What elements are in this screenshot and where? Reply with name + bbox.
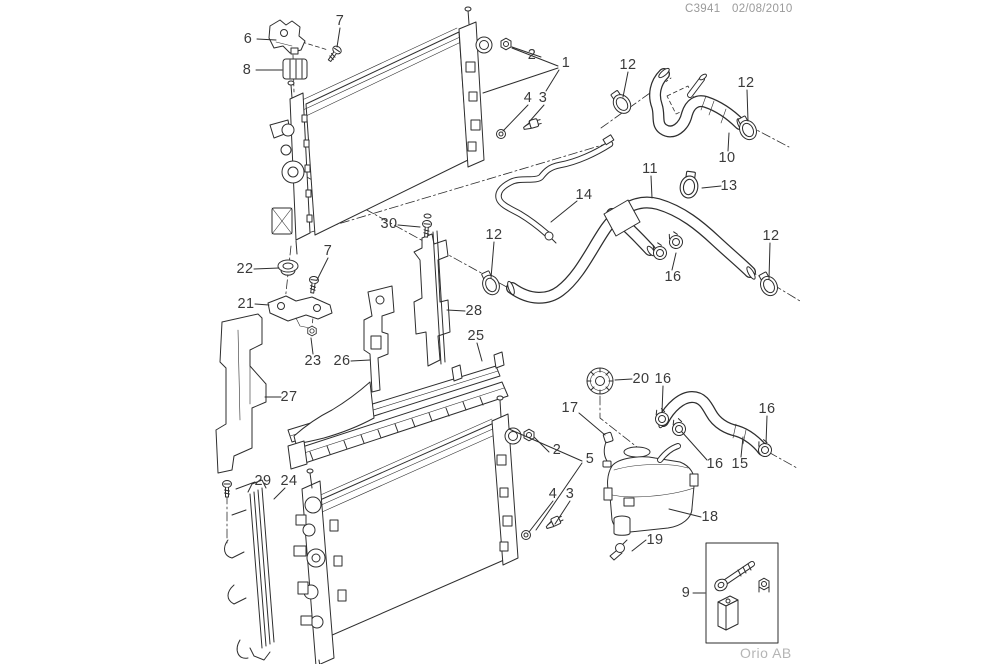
callout-22: 22 <box>236 261 254 277</box>
hose-clamp-12a <box>606 87 635 118</box>
sensor-17 <box>602 431 614 468</box>
hose-clamp-12d <box>754 269 782 300</box>
callout-12: 12 <box>737 75 755 91</box>
shroud-25 <box>287 351 509 470</box>
callout-24: 24 <box>280 473 298 489</box>
sensor-3-top <box>521 117 543 131</box>
callout-9: 9 <box>681 585 691 601</box>
sensor-3-bottom <box>543 514 565 530</box>
centerlines <box>226 41 801 547</box>
washer-4-top <box>496 129 506 139</box>
leader-lines <box>235 27 771 594</box>
expansion-tank-18 <box>603 443 699 533</box>
callout-18: 18 <box>701 509 719 525</box>
callout-3: 3 <box>538 90 548 106</box>
callout-12: 12 <box>485 227 503 243</box>
callout-13: 13 <box>720 178 738 194</box>
callout-6: 6 <box>243 31 253 47</box>
bracket-21 <box>267 295 333 329</box>
callout-16: 16 <box>664 269 682 285</box>
tank-cap-20 <box>586 367 614 395</box>
bleed-valve-19 <box>609 515 631 561</box>
callout-28: 28 <box>465 303 483 319</box>
hose-10 <box>649 67 746 138</box>
callout-12: 12 <box>619 57 637 73</box>
callout-1: 1 <box>561 55 571 71</box>
nut-2-top <box>500 37 512 51</box>
callout-26: 26 <box>333 353 351 369</box>
callout-20: 20 <box>632 371 650 387</box>
bracket-26 <box>363 285 395 393</box>
callout-14: 14 <box>575 187 593 203</box>
callout-5: 5 <box>585 451 595 467</box>
screw-7-top <box>325 44 344 64</box>
rubber-mount-8 <box>282 47 308 80</box>
callout-2: 2 <box>552 442 562 458</box>
callout-16: 16 <box>654 371 672 387</box>
callout-4: 4 <box>548 486 558 502</box>
callout-11: 11 <box>642 161 658 177</box>
callout-3: 3 <box>565 486 575 502</box>
callout-25: 25 <box>467 328 485 344</box>
callout-23: 23 <box>304 353 322 369</box>
spring-clip-16b <box>664 229 686 252</box>
hose-clamp-12c <box>477 268 503 298</box>
screw-29 <box>222 480 232 498</box>
callout-17: 17 <box>561 400 579 416</box>
callout-16: 16 <box>758 401 776 417</box>
hose-11 <box>506 196 756 304</box>
pipe-14 <box>495 134 615 244</box>
bracket-28 <box>413 230 451 367</box>
callout-8: 8 <box>242 62 252 78</box>
screw-30 <box>421 213 433 238</box>
radiator-bottom <box>293 395 522 664</box>
callout-16: 16 <box>706 456 724 472</box>
nut-23 <box>307 325 317 337</box>
radiator-top <box>269 6 493 255</box>
grommet-22 <box>277 259 299 276</box>
callout-29: 29 <box>254 473 272 489</box>
air-duct-27 <box>215 313 267 474</box>
callout-2: 2 <box>527 47 537 63</box>
callout-7: 7 <box>335 13 345 29</box>
callout-27: 27 <box>280 389 298 405</box>
callout-4: 4 <box>523 90 533 106</box>
mounting-bracket-6 <box>268 19 306 54</box>
side-seal-24 <box>224 479 275 661</box>
callout-15: 15 <box>731 456 749 472</box>
callout-21: 21 <box>237 296 255 312</box>
drawing-date: 02/08/2010 <box>732 3 793 15</box>
callout-30: 30 <box>380 216 398 232</box>
hose-clamp-13 <box>678 169 701 200</box>
callout-12: 12 <box>762 228 780 244</box>
credit-text: Orio AB <box>740 645 792 661</box>
callout-7: 7 <box>323 243 333 259</box>
hardware-kit-9 <box>705 542 779 644</box>
callout-19: 19 <box>646 532 664 548</box>
drawing-number: C3941 <box>685 3 721 15</box>
callout-10: 10 <box>718 150 736 166</box>
